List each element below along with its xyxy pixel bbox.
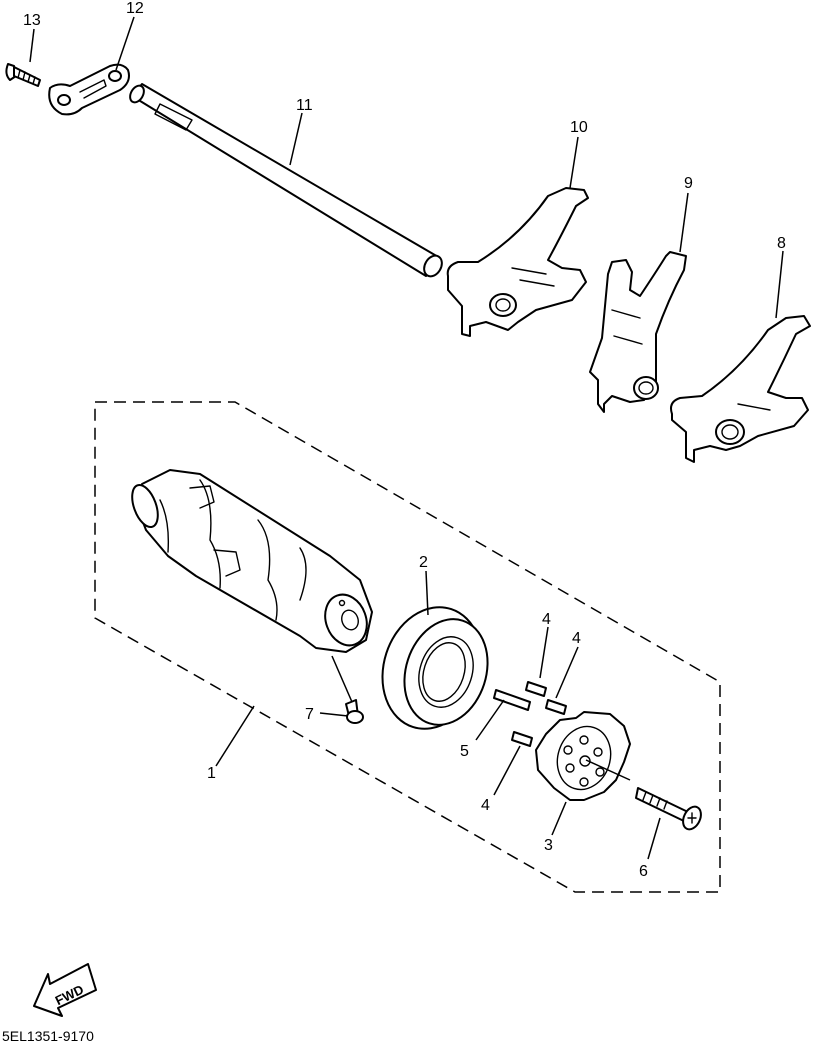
assembly-axis-line xyxy=(585,759,631,781)
callout-2: 2 xyxy=(419,554,428,571)
part-5-pin xyxy=(493,689,531,711)
part-9-shift-fork xyxy=(589,251,687,413)
callout-4b: 4 xyxy=(572,630,581,647)
part-8-shift-fork xyxy=(670,315,811,463)
callout-8: 8 xyxy=(777,235,786,252)
diagram-code: 5EL1351-9170 xyxy=(2,1028,94,1044)
callout-4c: 4 xyxy=(481,797,490,814)
callout-13: 13 xyxy=(23,12,41,29)
part-3-segment xyxy=(535,711,631,801)
callout-4a: 4 xyxy=(542,611,551,628)
callout-9: 9 xyxy=(684,175,693,192)
callout-3: 3 xyxy=(544,837,553,854)
callout-5: 5 xyxy=(460,743,469,760)
assembly-boundary xyxy=(94,401,721,893)
part-10-shift-fork xyxy=(446,187,589,337)
callout-11: 11 xyxy=(296,97,313,114)
callout-6: 6 xyxy=(639,863,648,880)
callout-labels: 13 12 11 10 9 8 2 4 4 7 5 1 4 3 6 xyxy=(23,0,786,880)
fwd-arrow-icon: FWD xyxy=(33,963,97,1017)
callout-10: 10 xyxy=(570,119,588,136)
part-13-screw xyxy=(5,63,41,87)
leader-lines xyxy=(29,16,784,860)
part-4-pins xyxy=(511,681,567,747)
part-2-bearing xyxy=(381,606,489,730)
callout-7: 7 xyxy=(305,706,314,723)
callout-12: 12 xyxy=(126,0,144,17)
callout-1: 1 xyxy=(207,765,216,782)
part-12-stopper-plate xyxy=(48,63,130,116)
part-1-shift-drum xyxy=(131,469,373,653)
part-7-screw xyxy=(345,699,364,724)
part-6-screw xyxy=(635,787,702,831)
part-11-guide-bar xyxy=(129,83,443,278)
